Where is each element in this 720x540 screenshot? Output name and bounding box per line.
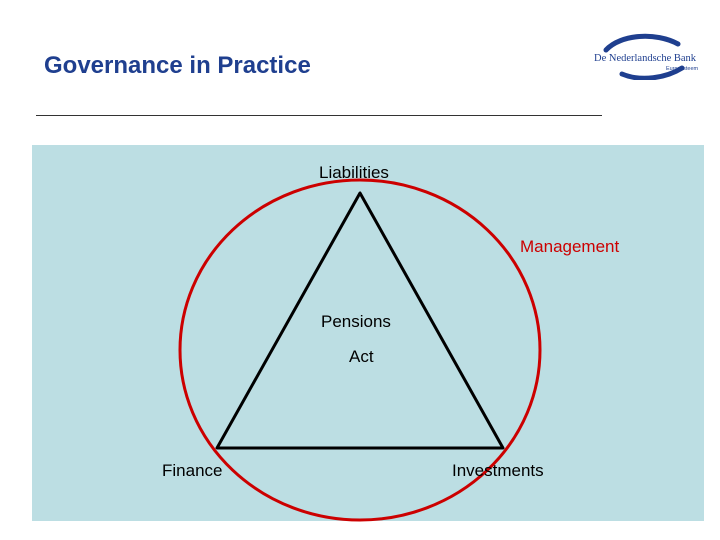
- label-management: Management: [520, 237, 620, 256]
- governance-triangle: [215, 191, 505, 450]
- label-act: Act: [349, 347, 374, 366]
- label-pensions: Pensions: [321, 312, 391, 331]
- logo-text: De Nederlandsche Bank: [594, 53, 697, 64]
- label-finance: Finance: [162, 461, 223, 480]
- dnb-logo: De Nederlandsche Bank Eurosysteem: [586, 30, 701, 80]
- management-circle: [178, 178, 542, 522]
- dnb-logo-swoosh-icon: [603, 33, 685, 80]
- label-investments: Investments: [452, 461, 544, 480]
- logo-subtext: Eurosysteem: [666, 66, 699, 72]
- label-liabilities: Liabilities: [319, 163, 389, 182]
- title-divider: [36, 115, 602, 116]
- slide-title: Governance in Practice: [44, 52, 311, 79]
